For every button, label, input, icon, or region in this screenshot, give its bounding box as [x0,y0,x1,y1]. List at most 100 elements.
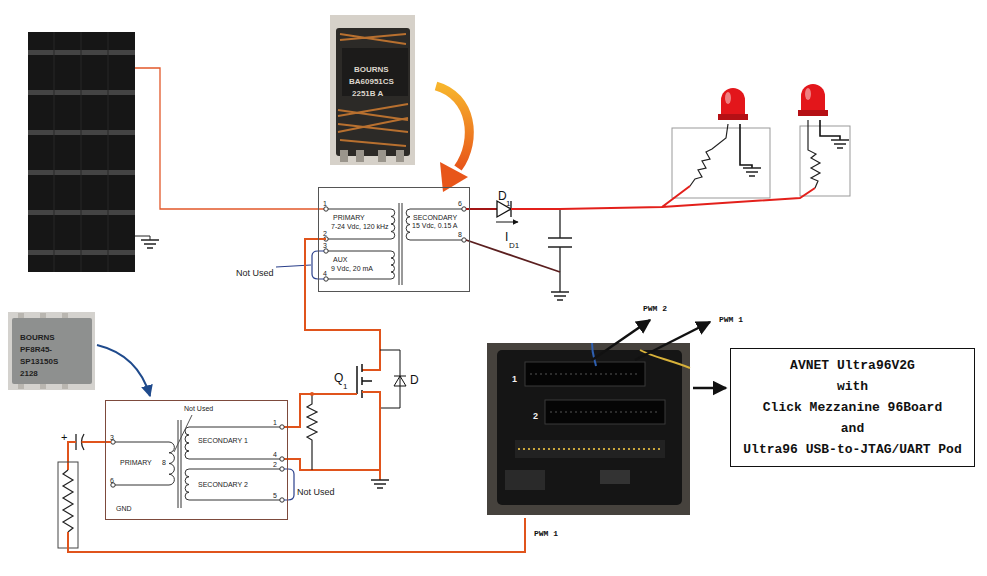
text-slot: 9 Vdc, 20 mA [331,265,373,272]
transformer-windings [324,207,328,211]
transformer-windings [462,238,466,242]
pointer-arrow [635,322,710,360]
resistor-symbol [808,120,820,188]
text-slot: PWM 1 [534,522,558,540]
part-label: PWM 2 [643,305,667,313]
ground-symbol [371,480,389,488]
text-slot: AVNET Ultra96V2G [790,355,915,376]
text-slot: 2 [533,405,538,423]
text-slot: 4 [273,451,277,458]
wire [135,68,326,209]
transformer-windings [280,498,284,502]
part-label: Q [334,372,343,384]
text-slot: 7-24 Vdc, 120 kHz [331,223,389,230]
wire [466,240,560,272]
led-symbol [805,88,811,100]
pin-text: 2 [273,461,277,468]
transformer-windings [328,251,395,279]
text-slot: PRIMARY [120,459,152,466]
part-label: 2 [533,412,538,421]
text-slot: + [61,427,67,445]
mosfet-symbol [380,350,400,408]
unused-bracket [284,469,294,500]
transformer-photo [336,28,410,156]
pin-text: 2 [323,230,327,237]
text-slot: 1 [273,419,277,426]
diode-symbol [497,201,511,217]
pin-text: GND [116,505,132,512]
led-symbol [725,92,731,104]
wire [68,442,76,470]
mosfet-symbol [357,350,406,408]
ground-symbol [820,120,840,140]
board-photo [592,343,596,366]
part-label: SP13150S [20,358,58,366]
transformer-box: 1PRIMARY 7-24 Vdc, 120 kHz 2 3AUX 9 Vdc, 20 … [318,187,470,292]
transformer-photo [396,150,404,162]
diode-wire [466,208,497,210]
text-slot: 2251B A [352,82,383,100]
led-symbol [721,88,745,116]
ground-symbol [551,292,569,300]
ground-symbol [831,140,849,148]
text-slot: 3 [110,434,114,441]
text-slot: with [837,376,868,397]
pin-text: 6 [458,200,462,207]
transformer-windings [399,203,402,285]
pin-text: AUX [333,256,347,263]
transformer-windings [280,467,284,471]
board-photo [530,374,640,375]
board-photo [487,343,690,515]
part-label: 1 [343,383,347,391]
mosfet-symbol [394,376,406,377]
resistor-symbol [307,392,317,470]
transformer-windings [185,469,280,500]
transformer-windings [462,207,466,211]
transformer-windings [280,457,284,461]
transformer-photo [330,15,415,165]
capacitor-symbol [548,209,572,292]
board-photo [497,350,682,505]
text-slot: Q [334,368,343,386]
board-photo [487,343,690,515]
transformer-windings [174,415,192,452]
text-slot: 5 [273,492,277,499]
text-slot: Not Used [236,262,274,280]
part-label: I [505,231,508,243]
wire [82,441,112,443]
ground-symbol [740,124,752,168]
part-label: Not Used [297,488,335,497]
text-slot: 1 [323,200,327,207]
solar-panel [54,32,108,272]
pin-text: SECONDARY 2 [198,481,248,488]
mosfet-symbol [356,366,358,394]
wire [284,394,357,427]
wire [284,459,380,470]
ground-symbol [141,240,159,248]
output-wire [511,186,815,209]
ground-symbol [371,480,389,488]
pin-text: 4 [273,451,277,458]
current-arrow [496,222,518,223]
transformer-windings [324,277,328,281]
resistor-symbol [310,392,314,396]
pin-text: PRIMARY [120,459,152,466]
part-label: D [498,190,507,202]
transformer-windings [115,442,174,485]
solar-panel [28,32,135,272]
transformer-windings [324,249,328,253]
text-slot: PRIMARY [333,214,365,221]
transformer-windings [406,209,462,240]
transformer-photo [356,150,364,162]
text-slot: D [498,186,507,204]
part-label: D1 [509,242,519,250]
text-slot: Not Used [297,481,335,499]
pointer-arrow [97,345,150,396]
text-slot: 15 Vdc, 0.15 A [412,222,458,229]
ground-symbol [135,236,159,248]
pin-text: Not Used [184,405,213,412]
pin-text: SECONDARY 1 [198,437,248,444]
transformer-windings [324,203,466,285]
text-slot: 3 [323,242,327,249]
